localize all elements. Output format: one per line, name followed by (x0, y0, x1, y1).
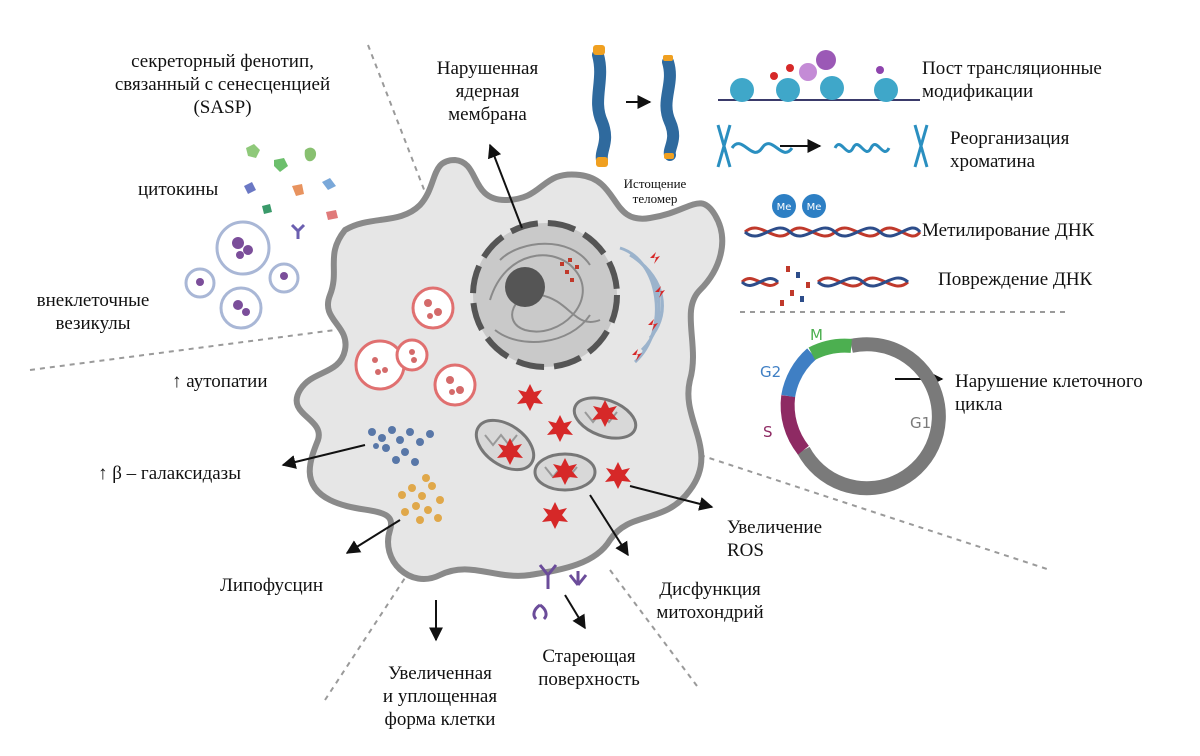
cycle-label-s: S (763, 423, 773, 441)
dna-helix-methylation (743, 226, 922, 238)
cycle-label-g1: G1 (910, 414, 931, 432)
cell-cycle-label: Нарушение клеточного цикла (955, 371, 1143, 415)
telomere-chromosome-short (660, 55, 680, 161)
ros-particles (497, 384, 631, 529)
telomere-chromosome-long (592, 45, 612, 167)
telomere-label: Истощение теломер (623, 176, 687, 206)
methylation-label: Метилирование ДНК (922, 220, 1095, 241)
dna-damage-label: Повреждение ДНК (938, 269, 1093, 290)
nucleus (470, 220, 620, 370)
chromatin-reorganization-after (833, 124, 929, 168)
methyl-mark-1: Me (777, 202, 792, 213)
nuclear-membrane-label: Нарушенная ядерная мембрана (436, 58, 539, 125)
pointer-arrows (281, 95, 944, 642)
nucleosome-array (718, 50, 920, 102)
lipofuscin-granules (398, 474, 444, 524)
dna-helix-damaged (740, 276, 910, 288)
autophagy-label: ↑ аутопатии (172, 371, 268, 392)
cycle-label-g2: G2 (760, 363, 781, 381)
ptm-label: Пост трансляционные модификации (922, 58, 1102, 102)
sasp-label: секреторный фенотип, связанный с сенесце… (114, 51, 331, 118)
chromatin-reorganization-before (716, 124, 794, 168)
vesicle-cargo (196, 237, 288, 316)
nucleolus (505, 267, 545, 307)
galactosidase-label: ↑ β – галаксидазы (98, 463, 241, 484)
cell-cycle-ring (780, 337, 946, 496)
cytokines-label: цитокины (138, 179, 219, 200)
methyl-groups: Me Me (772, 194, 826, 218)
surface-receptors (532, 564, 588, 621)
cell-shape-label: Увеличенная и уплощенная форма клетки (382, 663, 498, 730)
mitochondria (474, 396, 638, 492)
dashed-separators (29, 44, 1065, 701)
vesicles-label: внеклеточные везикулы (36, 290, 150, 334)
methyl-mark-2: Me (807, 202, 822, 213)
lipofuscin-label: Липофусцин (220, 575, 323, 596)
lysosomes (354, 286, 477, 407)
beta-galactosidase-granules (368, 426, 434, 466)
cycle-label-m: M (810, 326, 823, 344)
cytokine-icons (244, 144, 338, 239)
lysosome-contents (372, 299, 464, 395)
cell-cycle-labels: M G2 S G1 (760, 326, 931, 441)
mito-dysfunction-label: Дисфункция митохондрий (656, 579, 764, 623)
er-stress-marks (632, 252, 665, 361)
ros-increase-label: Увеличение ROS (727, 517, 823, 561)
senescent-surface-label: Стареющая поверхность (538, 646, 640, 690)
dna-fragments (780, 266, 810, 306)
golgi-apparatus (619, 246, 664, 364)
chromatin-label: Реорганизация хроматина (950, 128, 1070, 172)
